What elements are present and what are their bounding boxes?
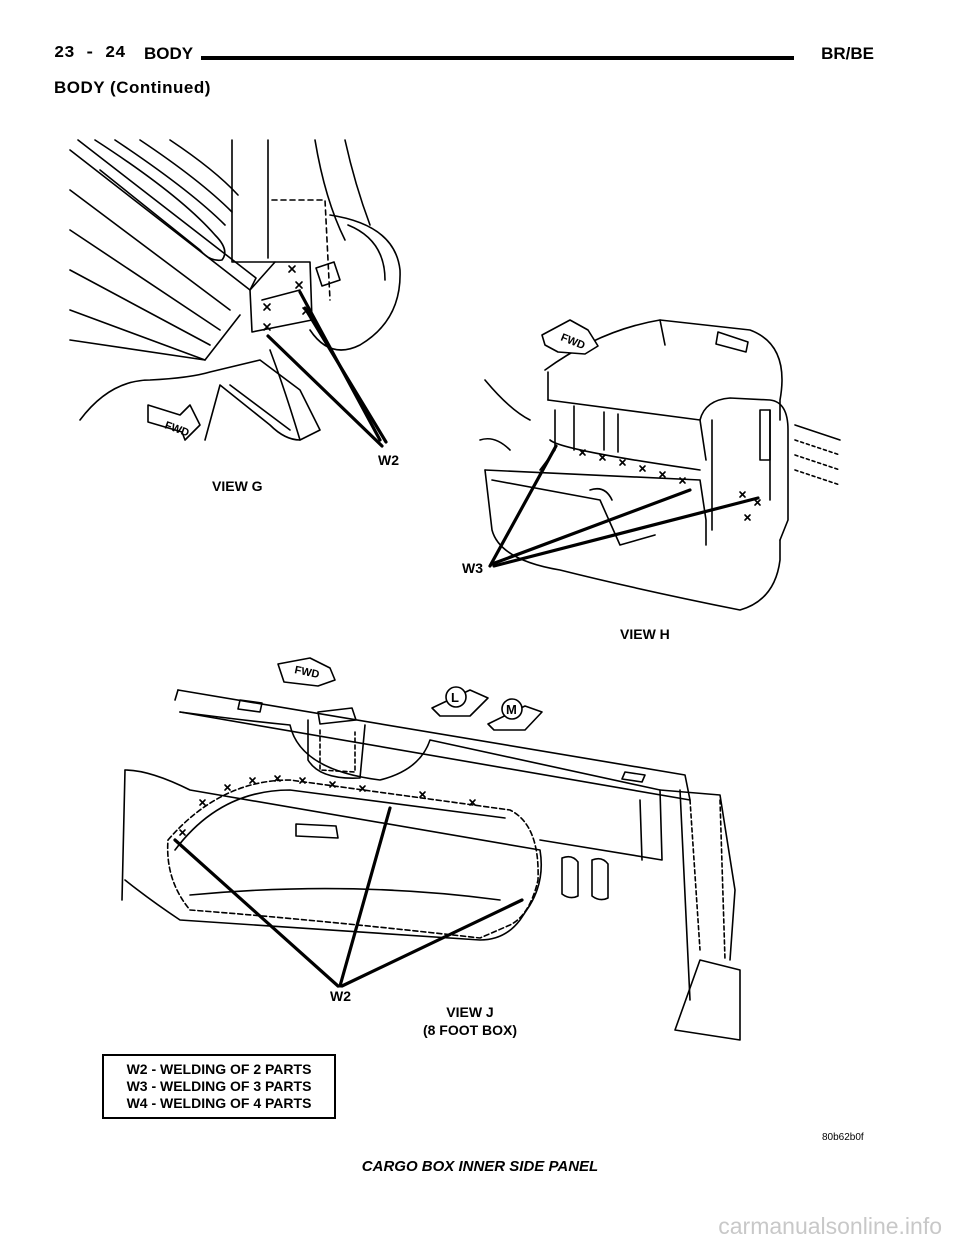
page-number: 23 - 24 — [54, 44, 126, 63]
view-j-callout-w2: W2 — [330, 988, 351, 1004]
view-j-subtitle: (8 FOOT BOX) — [422, 1022, 518, 1038]
view-g-title: VIEW G — [212, 478, 263, 494]
view-j-title: VIEW J — [446, 1004, 494, 1020]
view-h-callout-w3: W3 — [462, 560, 483, 576]
view-h-title: VIEW H — [620, 626, 670, 642]
header-rule — [194, 56, 794, 60]
view-j-marker-m: M — [506, 702, 517, 717]
view-j-fwd-label: FWD — [293, 664, 320, 681]
view-j-marker-l: L — [451, 690, 459, 705]
legend-item: W4 - WELDING OF 4 PARTS — [126, 1095, 312, 1111]
view-j-drawing — [121, 657, 741, 1041]
legend-item: W3 - WELDING OF 3 PARTS — [126, 1078, 312, 1094]
view-g-drawing — [69, 139, 401, 448]
model-code: BR/BE — [813, 44, 874, 64]
legend-item: W2 - WELDING OF 2 PARTS — [126, 1061, 312, 1077]
page-header: 23 - 24 BODY BR/BE — [54, 44, 874, 72]
weld-legend: W2 - WELDING OF 2 PARTS W3 - WELDING OF … — [102, 1054, 336, 1119]
watermark: carmanualsonline.info — [718, 1213, 942, 1239]
figure-code: 80b62b0f — [822, 1132, 864, 1143]
continued-heading: BODY (Continued) — [54, 78, 211, 97]
figure-caption: CARGO BOX INNER SIDE PANEL — [361, 1158, 599, 1175]
view-g-callout-w2: W2 — [378, 452, 399, 468]
section-title: BODY — [144, 44, 202, 64]
view-h-drawing — [479, 319, 841, 611]
